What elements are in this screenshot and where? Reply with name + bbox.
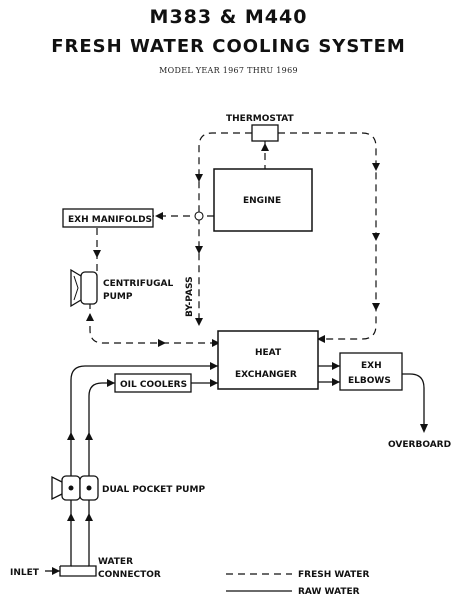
dual-pocket-pump-icon bbox=[51, 475, 99, 501]
legend-fresh-label: FRESH WATER bbox=[298, 570, 369, 580]
oil-coolers-label: OIL COOLERS bbox=[120, 380, 187, 390]
arrow-fresh-manifolds-down bbox=[93, 250, 101, 258]
heat-exchanger-label-1: HEAT bbox=[255, 348, 282, 358]
arrow-fresh-left-down-2 bbox=[195, 246, 203, 254]
arrow-fresh-bottom-right bbox=[158, 339, 166, 347]
diagram-subtitle: FRESH WATER COOLING SYSTEM bbox=[51, 36, 406, 57]
heat-exchanger-label-2: EXCHANGER bbox=[235, 370, 297, 380]
arrow-fresh-into-exchanger-left bbox=[212, 339, 220, 347]
arrow-raw-right-up-1 bbox=[85, 513, 93, 521]
arrow-raw-inlet bbox=[52, 567, 60, 575]
raw-line-left-branch bbox=[70, 365, 218, 560]
arrow-raw-to-elbows-1 bbox=[332, 362, 340, 370]
arrow-fresh-left-down-1 bbox=[195, 174, 203, 182]
arrow-fresh-bypass-down bbox=[195, 318, 203, 326]
oil-coolers-box bbox=[114, 373, 192, 393]
arrow-raw-to-oil bbox=[107, 379, 115, 387]
fresh-line-thermostat-right bbox=[278, 132, 377, 340]
exh-elbows-label-1: EXH bbox=[361, 361, 382, 371]
centrifugal-pump-label-2: PUMP bbox=[103, 292, 133, 302]
raw-line-right-branch bbox=[88, 382, 115, 560]
exh-manifolds-box bbox=[62, 208, 154, 228]
arrow-fresh-right-down-2 bbox=[372, 233, 380, 241]
fresh-line-thermostat-left bbox=[198, 132, 252, 325]
arrow-fresh-right-down-3 bbox=[372, 303, 380, 311]
water-connector-icon bbox=[59, 560, 97, 577]
diagram-title: M383 & M440 bbox=[149, 6, 308, 28]
arrow-fresh-up-engine bbox=[261, 143, 269, 151]
arrow-raw-into-exchanger-2 bbox=[210, 379, 218, 387]
overboard-label: OVERBOARD bbox=[388, 440, 451, 450]
exh-elbows-label-2: ELBOWS bbox=[348, 376, 391, 386]
arrow-raw-right-up-2 bbox=[85, 432, 93, 440]
legend: FRESH WATER RAW WATER bbox=[226, 570, 369, 597]
bypass-label: BY-PASS bbox=[185, 276, 195, 317]
arrow-fresh-into-exchanger-right bbox=[317, 335, 325, 343]
arrow-raw-left-up-1 bbox=[67, 513, 75, 521]
arrow-raw-overboard bbox=[420, 424, 428, 433]
water-connector-label-1: WATER bbox=[98, 557, 133, 567]
model-year-caption: MODEL YEAR 1967 THRU 1969 bbox=[159, 66, 298, 75]
arrow-fresh-pump-up bbox=[86, 313, 94, 321]
inlet-label: INLET bbox=[10, 568, 40, 578]
manifold-junction bbox=[194, 211, 204, 221]
heat-exchanger-box bbox=[217, 330, 319, 390]
centrifugal-pump-label-1: CENTRIFUGAL bbox=[103, 279, 174, 289]
arrow-raw-into-exchanger-1 bbox=[210, 362, 218, 370]
engine-box bbox=[213, 168, 313, 232]
water-connector-label-2: CONNECTOR bbox=[98, 570, 161, 580]
legend-raw-label: RAW WATER bbox=[298, 587, 360, 597]
arrow-raw-to-elbows-2 bbox=[332, 378, 340, 386]
exh-elbows-box bbox=[339, 352, 403, 391]
arrow-fresh-manifolds-left bbox=[155, 212, 163, 220]
exh-manifolds-label: EXH MANIFOLDS bbox=[68, 215, 152, 225]
arrow-raw-left-up-2 bbox=[67, 432, 75, 440]
thermostat-box bbox=[251, 124, 279, 142]
arrow-fresh-right-down-1 bbox=[372, 163, 380, 171]
fresh-line-pump-exchanger bbox=[89, 302, 218, 344]
raw-line-overboard bbox=[402, 373, 425, 425]
dual-pocket-pump-label: DUAL POCKET PUMP bbox=[102, 485, 205, 495]
engine-label: ENGINE bbox=[243, 196, 281, 206]
thermostat-label: THERMOSTAT bbox=[226, 114, 295, 124]
centrifugal-pump-icon bbox=[70, 268, 98, 308]
